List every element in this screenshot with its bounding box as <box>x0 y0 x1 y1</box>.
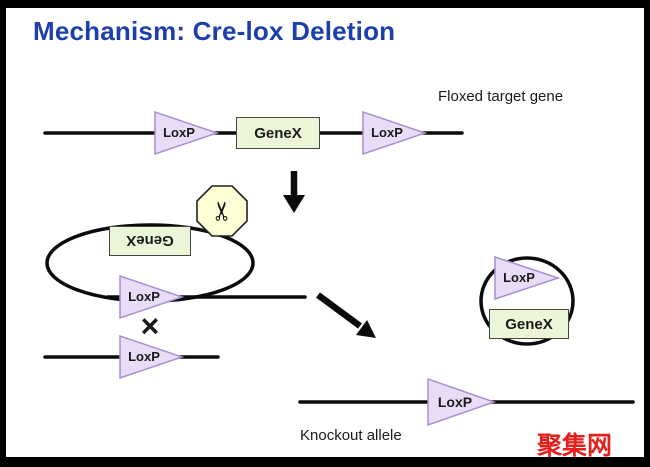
loxp-triangle-4 <box>119 334 185 380</box>
loxp-label-4: LoxP <box>128 349 160 364</box>
loxp-triangle-3 <box>119 274 185 320</box>
loxp-triangle-6 <box>427 377 497 427</box>
genex-box-loop: GeneX <box>109 226 191 256</box>
down-arrow-head <box>283 195 305 213</box>
scissors-icon: ✂ <box>206 200 237 222</box>
loxp-label-5: LoxP <box>503 270 535 285</box>
watermark: 聚集网 <box>537 431 613 460</box>
knockout-allele-label: Knockout allele <box>300 427 402 444</box>
floxed-target-gene-label: Floxed target gene <box>438 88 564 105</box>
loxp-label-1: LoxP <box>163 125 195 140</box>
diagonal-arrow-head <box>356 320 376 338</box>
loxp-label-3: LoxP <box>128 289 160 304</box>
diagonal-arrow-shaft <box>316 292 362 329</box>
crossover-x-icon: × <box>140 308 160 344</box>
slide-title: Mechanism: Cre-lox Deletion <box>33 16 396 46</box>
scissors-octagon <box>196 185 248 237</box>
loxp-triangle-1 <box>154 110 220 156</box>
excised-circle <box>479 256 575 346</box>
genex-box-1: GeneX <box>236 117 320 149</box>
genex-box-circle: GeneX <box>489 309 569 339</box>
loxp-label-2: LoxP <box>371 125 403 140</box>
loxp-label-6: LoxP <box>437 394 473 410</box>
loxp-triangle-2 <box>362 110 428 156</box>
loxp-triangle-5 <box>494 255 561 301</box>
